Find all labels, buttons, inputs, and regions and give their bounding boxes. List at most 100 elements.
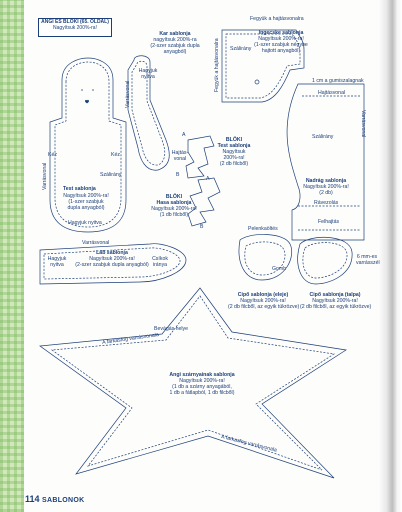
trousers-line-1: Nagyítsuk 200%-ra! [303,184,349,190]
torso-line-3: dupla anyagból) [67,205,105,211]
shoe-front-seam [244,241,286,276]
torso-hagyjuk-nyitva: Hagyjuk nyitva [68,220,102,226]
trousers-line-2: (2 db) [319,190,333,196]
shoe-sole-line-1: Nagyítsuk 200%-ra! [312,298,358,304]
torso-kez-right: Kéz [111,152,120,158]
shoe-pelenk: Pelenkaöltés [248,226,278,232]
dog-body-line-2: 200%-ra! [223,155,245,161]
dog-body-marker-b: B [176,172,180,178]
arm-text: Kar sablonja nagyítsuk 200%-ra (2-szer s… [142,31,208,55]
leg-varrasvonal: Varrásvonal [82,240,110,246]
star-text: Angi szárnyainak sablonja Nagyítsuk 200%… [160,372,244,396]
leg-seam [43,247,181,280]
trousers-szalirany: Szálirány [312,134,334,140]
torso-line-2: (1-szer szabjuk [68,199,104,205]
header-box: ANGI ÉS BLÖKI (65. OLDAL) Nagyítsuk 200%… [38,18,112,37]
dog-body-line-1: Nagyítsuk [222,149,246,155]
arm-hagyjuk-nyitva: Hagyjuk nyitva [138,68,158,80]
dog-body-hajtasvonal: Hajtás-vonal [171,150,189,162]
shirt-line-2: (1-szer szabjuk négybe [254,42,308,48]
shirt-top-label: Fegyük a hajtásvonalra [250,16,304,22]
book-spine [378,0,402,512]
shoe-sole-title: Cipő sablonja (talpa) [309,292,361,298]
arm-line-2: (2-szer szabjuk dupla [150,43,200,49]
shirt-outline [221,29,305,103]
shoe-sole-outline [297,236,353,285]
dog-belly-marker-b: B [200,224,204,230]
dog-belly-marker-a: A [206,176,210,182]
trousers-title: Nadrág sablonja [305,178,347,184]
shoe-front-outline [238,234,292,281]
shoe-front-line-1: Nagyítsuk 200%-ra! [240,298,286,304]
dog-body-line-3: (2 db filcből) [219,161,249,167]
trousers-felhajtas: Felhajtás [318,219,340,225]
shirt-flower [254,79,260,85]
trousers-varrasvonal: Varrásvonal [360,110,366,138]
dog-belly-title: Hasa sablonja [156,200,192,206]
torso-seam [54,61,122,228]
torso-line-1: Nagyítsuk 200%-ra! [63,193,109,199]
shoe-mm-varrasszel: 6 mm-es varrásszél [356,254,380,266]
leg-line-2: (2-szer szabjuk dupla anyagból) [75,262,149,268]
star-outline [39,287,347,479]
page [24,0,378,512]
shoe-front-line-2: (2 db filcből, az egyik tükrözve) [228,304,300,310]
shoe-front-text: Cipő sablonja (eleje) Nagyítsuk 200%-ra!… [228,292,300,310]
dog-body-title: Test sablonja [217,143,251,149]
header-box-subtitle: Nagyítsuk 200%-ra! [53,25,97,31]
shoe-sole-line-2: (2 db filcből, az egyik tükrözve) [300,304,372,310]
header-box-title: ANGI ÉS BLÖKI (65. OLDAL) [41,19,109,25]
trousers-hajtasvonal: Hajtásvonal [318,90,346,96]
dog-body-marker-a: A [182,132,186,138]
leg-line-1: Nagyítsuk 200%-ra! [89,256,135,262]
dog-body-outline [185,135,215,179]
shirt-side-label: Fegyük a hajtásvonalra [214,38,220,92]
arm-seam [131,60,166,166]
torso-lines: Nagyítsuk 200%-ra! (1-szer szabjuk dupla… [60,193,112,211]
gingham-border [0,0,24,512]
torso-title: Test sablonja [63,186,96,192]
arm-line-1: nagyítsuk 200%-ra [153,37,197,43]
torso-szalirany: Szálirány [100,172,122,178]
dog-belly-text: BLÖKI Hasa sablonja Nagyítsuk 200%-ra! (… [150,194,198,218]
shirt-line-3: hajtott anyagból) [261,48,301,54]
dog-body-header: BLÖKI [225,137,243,143]
dog-belly-outline [187,177,221,227]
page-number: 114 [25,494,40,504]
trousers-text: Nadrág sablonja Nagyítsuk 200%-ra! (2 db… [296,178,356,196]
page-footer: 114 Sablonok [25,494,85,504]
dog-belly-line-1: Nagyítsuk 200%-ra! [151,206,197,212]
leg-hagyjuk-nyitva: Hagyjuk nyitva [47,256,67,268]
shoe-gomb: Gomb [272,266,287,272]
arm-varrasvonal: Varrásvonal [125,80,131,108]
star-line-3: 1 db a fátlapból, 1 db filcből) [169,390,235,396]
shoe-sole-seam [302,242,348,279]
trousers-ravezolas: Rávezolás [314,200,339,206]
torso-varrasvonal: Varrásvonal [42,162,48,190]
arm-title: Kar sablonja [159,31,191,37]
star-bevagas: Bevágás helye [154,326,189,332]
arm-outline [127,55,170,171]
star-line-1: Nagyítsuk 200%-ra! [179,378,225,384]
leg-title: Láb sablonja [96,250,128,256]
shoe-sole-text: Cipő sablonja (talpa) Nagyítsuk 200%-ra!… [300,292,372,310]
torso-kez-left: Kéz [48,152,57,158]
trousers-gumi: 1 cm a gumiszalagnak [312,78,364,84]
star-seam [51,295,335,471]
face-heart [85,99,89,104]
shoe-front-title: Cipő sablonja (eleje) [237,292,289,298]
shirt-text: Ingecske sablonja Nagyítsuk 200%-ra! (1-… [254,30,308,54]
dog-belly-header: BLÖKI [165,194,183,200]
shirt-seam [225,33,301,99]
section-title: Sablonok [42,497,85,504]
shirt-szalirany: Szálirány [230,46,252,52]
trousers-seam [298,95,360,231]
shirt-title: Ingecske sablonja [258,30,304,36]
shirt-line-1: Nagyítsuk 200%-ra! [258,36,304,42]
leg-text: Láb sablonja Nagyítsuk 200%-ra! (2-szer … [74,250,150,268]
leg-csikok: Csíkok iránya [152,256,168,268]
leg-outline [39,243,187,285]
arm-line-3: anyagból) [163,49,187,55]
torso-outline [49,57,127,233]
